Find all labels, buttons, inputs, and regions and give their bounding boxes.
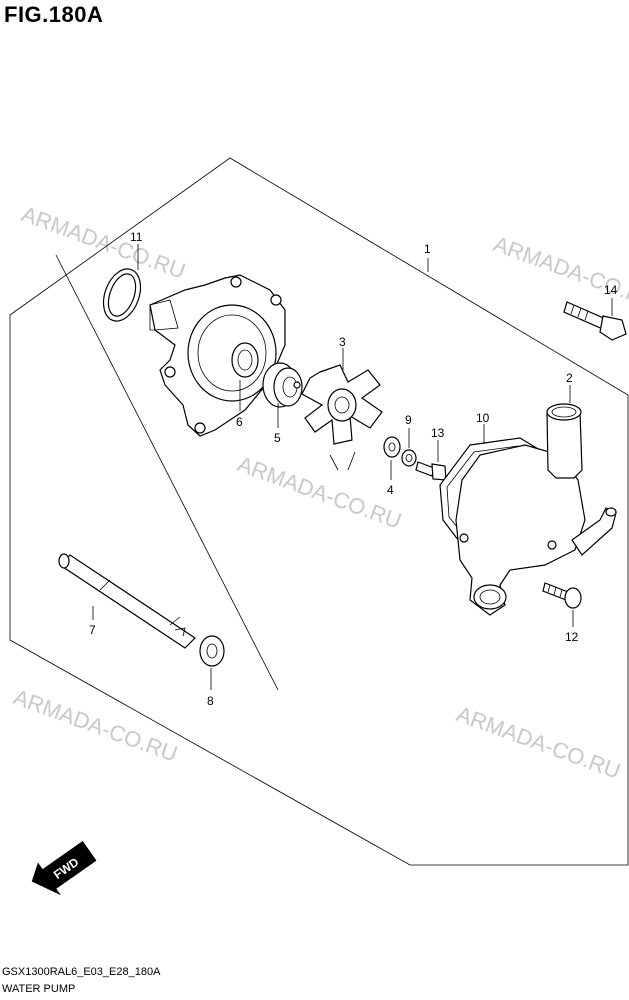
- callout-4: 4: [387, 483, 394, 497]
- figure-name: WATER PUMP: [2, 983, 76, 995]
- part-8-washer: [199, 635, 225, 667]
- callout-5: 5: [274, 431, 281, 445]
- callout-1: 1: [424, 242, 431, 256]
- callout-14: 14: [604, 283, 618, 297]
- callout-9: 9: [405, 413, 412, 427]
- part-14-bolt: [563, 301, 627, 341]
- part-9-seal-washer: [401, 449, 417, 467]
- part-2-pump-cover: [455, 403, 617, 616]
- subassembly-outline: [55, 254, 279, 691]
- part-7-shaft: [58, 553, 196, 649]
- callout-7: 7: [89, 623, 96, 637]
- callout-2: 2: [566, 371, 573, 385]
- callout-8: 8: [207, 694, 214, 708]
- watermark-2: ARMADA-CO.RU: [490, 231, 629, 313]
- callout-11: 11: [130, 230, 143, 244]
- part-11-o-ring: [102, 268, 142, 322]
- watermark-5: ARMADA-CO.RU: [453, 701, 624, 783]
- part-6-pump-body: [149, 274, 286, 437]
- callouts: 1 2 3 4 5 6 7 8 9 10 11 12 13 14: [89, 230, 618, 708]
- figure-title: FIG.180A: [4, 2, 104, 27]
- callout-12: 12: [565, 630, 579, 644]
- watermark-3: ARMADA-CO.RU: [234, 451, 405, 533]
- part-5-mechanical-seal: [262, 362, 303, 408]
- leader-lines: [92, 244, 613, 690]
- part-12-screw: [542, 582, 582, 609]
- callout-3: 3: [339, 335, 346, 349]
- figure-code: GSX1300RAL6_E03_E28_180A: [2, 966, 161, 978]
- watermark-1: ARMADA-CO.RU: [18, 201, 189, 283]
- callout-10: 10: [476, 411, 490, 425]
- callout-13: 13: [431, 426, 445, 440]
- assembly-outline: [9, 157, 629, 866]
- part-13-bolt: [415, 461, 447, 481]
- fwd-arrow-icon: FWD: [31, 840, 97, 896]
- part-3-impeller: [301, 364, 383, 471]
- part-4-washer: [383, 436, 401, 458]
- callout-6: 6: [236, 415, 243, 429]
- watermark-4: ARMADA-CO.RU: [10, 684, 181, 766]
